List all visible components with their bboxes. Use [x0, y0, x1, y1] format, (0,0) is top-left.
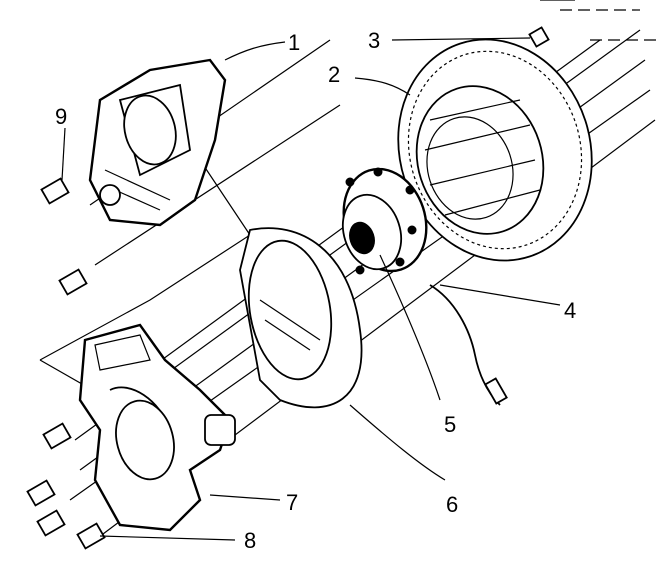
- sensor-wire: [429, 284, 508, 406]
- splash-shield: [239, 227, 363, 409]
- leader-6: [349, 404, 446, 481]
- leader-7: [209, 494, 281, 501]
- leader-8: [99, 535, 236, 541]
- brake-rotor: [397, 38, 593, 262]
- hub-bearing: [341, 167, 428, 275]
- leader-5: [379, 254, 441, 401]
- shield-bolt-2: [26, 479, 56, 507]
- leader-3: [391, 37, 531, 41]
- leader-2: [354, 77, 411, 96]
- stud-nut: [528, 26, 550, 48]
- leader-4: [439, 284, 561, 306]
- callout-9: 9: [55, 104, 67, 129]
- leader-1: [224, 41, 286, 61]
- callout-6: 6: [446, 492, 458, 517]
- leader-9: [61, 127, 66, 181]
- callout-4: 4: [564, 298, 576, 323]
- hub-bolt: [76, 522, 106, 550]
- callout-7: 7: [286, 490, 298, 515]
- callout-5: 5: [444, 412, 456, 437]
- shield-bolt-3: [36, 509, 66, 537]
- callout-1: 1: [288, 30, 300, 55]
- brake-caliper: [88, 58, 227, 227]
- callout-2: 2: [328, 62, 340, 87]
- callout-labels: 1 2 3 4 5 6 7 8 9: [55, 28, 576, 553]
- caliper-bolt-lower: [58, 268, 88, 296]
- steering-knuckle: [78, 323, 236, 532]
- callout-8: 8: [244, 528, 256, 553]
- caliper-bolt-upper: [40, 177, 70, 205]
- shield-bolt-1: [42, 422, 72, 450]
- callout-3: 3: [368, 28, 380, 53]
- leader-lines: [61, 37, 561, 541]
